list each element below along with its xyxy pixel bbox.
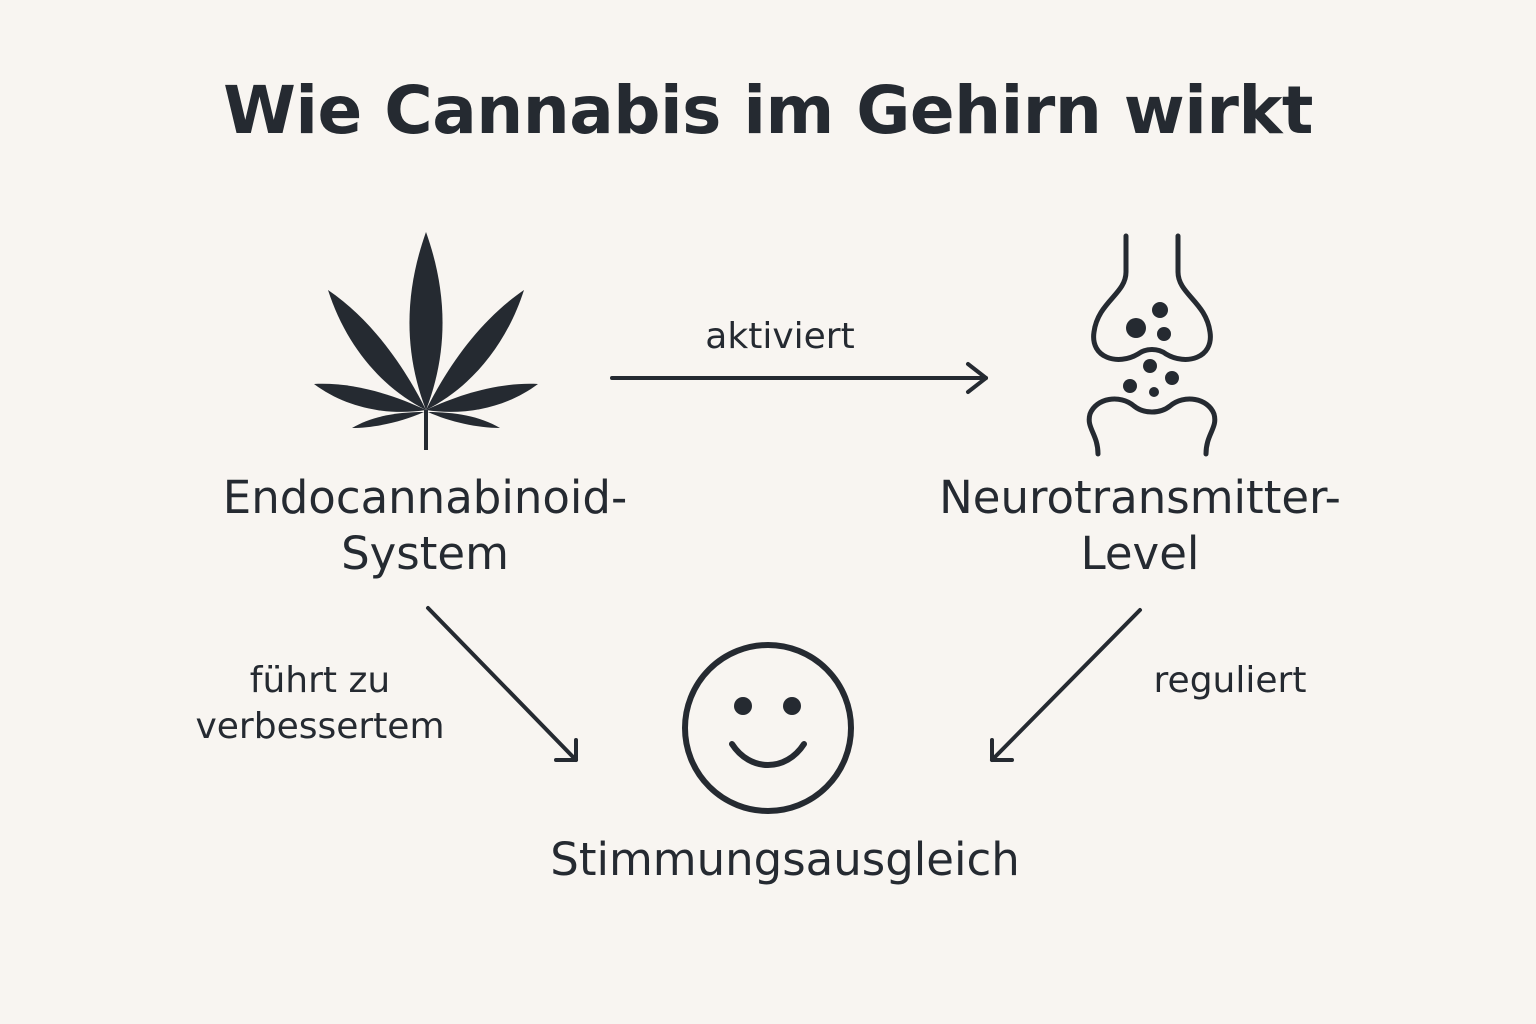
- node-mood-label: Stimmungsausgleich: [550, 833, 1020, 886]
- node-ecs-label-line1: Endocannabinoid-: [222, 471, 628, 524]
- node-neuro-label-line2: Level: [1080, 527, 1200, 580]
- synapse-icon: [1086, 233, 1218, 457]
- node-neuro-label: Neurotransmitter- Level: [900, 470, 1380, 582]
- edge-label-fuehrt-zu-line2: verbessertem: [195, 706, 445, 747]
- edge-label-reguliert: reguliert: [1153, 660, 1307, 701]
- edge-label-aktiviert: aktiviert: [705, 316, 855, 357]
- diagram-title: Wie Cannabis im Gehirn wirkt: [223, 72, 1313, 149]
- arrow-ecs-to-mood: [426, 606, 578, 762]
- smiley-icon: [682, 642, 854, 814]
- cannabis-leaf-icon: [314, 232, 538, 450]
- node-ecs-label-line2: System: [341, 527, 509, 580]
- arrow-neuro-to-mood: [990, 608, 1142, 762]
- arrow-ecs-to-neuro: [610, 362, 988, 394]
- node-neuro-label-line1: Neurotransmitter-: [939, 471, 1341, 524]
- node-ecs-label: Endocannabinoid- System: [180, 470, 670, 582]
- edge-label-fuehrt-zu-line1: führt zu: [249, 660, 391, 701]
- edge-label-fuehrt-zu: führt zu verbessertem: [160, 658, 480, 750]
